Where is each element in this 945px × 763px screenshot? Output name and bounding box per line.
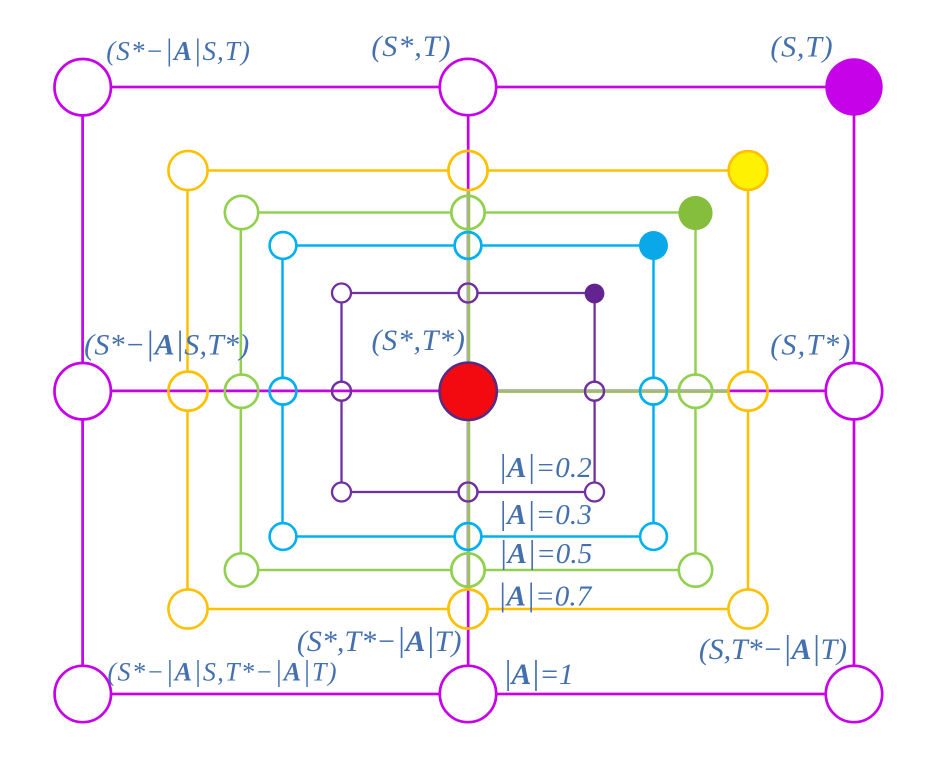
svg-text:|A|=1: |A|=1 bbox=[503, 655, 573, 692]
svg-text:(S*,T*): (S*,T*) bbox=[371, 324, 465, 357]
svg-text:(S,T): (S,T) bbox=[770, 31, 833, 64]
svg-text:(S*−|A|S,T*−|A|T): (S*−|A|S,T*−|A|T) bbox=[108, 656, 338, 688]
svg-text:(S,T*−|A|T): (S,T*−|A|T) bbox=[699, 630, 847, 667]
svg-text:(S*−|A|S,T*): (S*−|A|S,T*) bbox=[84, 325, 249, 362]
svg-text:(S*,T): (S*,T) bbox=[371, 30, 451, 63]
svg-text:(S*−|A|S,T): (S*−|A|S,T) bbox=[106, 33, 251, 67]
svg-text:(S*,T*−|A|T): (S*,T*−|A|T) bbox=[297, 622, 462, 659]
svg-text:|A|=0.2: |A|=0.2 bbox=[498, 449, 592, 485]
svg-text:|A|=0.3: |A|=0.3 bbox=[498, 496, 592, 532]
svg-text:|A|=0.5: |A|=0.5 bbox=[499, 535, 593, 571]
svg-text:(S,T*): (S,T*) bbox=[770, 329, 851, 362]
svg-text:|A|=0.7: |A|=0.7 bbox=[498, 578, 593, 614]
